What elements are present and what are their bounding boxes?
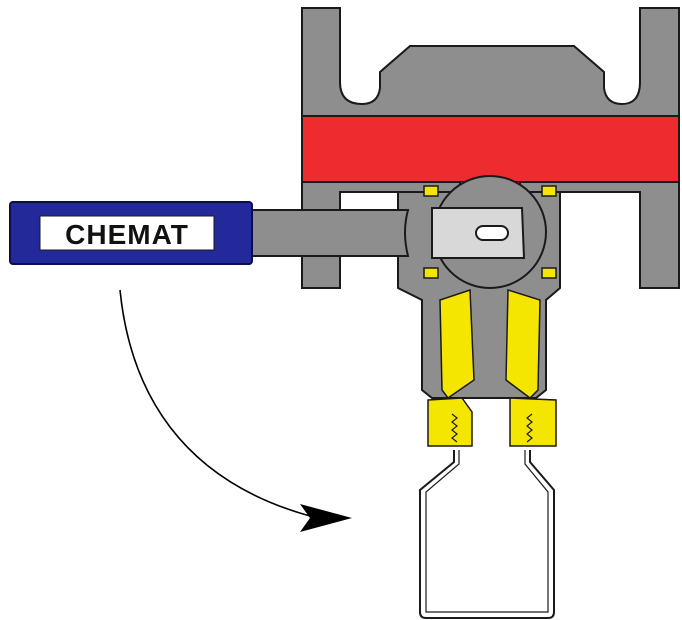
seal-top-left: [423, 185, 439, 197]
handle-shaft: [249, 209, 410, 257]
fitting-nut: [427, 397, 557, 447]
handle-label: CHEMAT: [65, 219, 189, 250]
seal-bottom-left: [423, 267, 439, 279]
fitting-threads: [451, 413, 533, 443]
ball-seals: [423, 185, 557, 279]
bottom-fitting: [427, 288, 557, 447]
sample-bottle: [419, 450, 555, 619]
seal-top-right: [541, 185, 557, 197]
rotation-arrowhead: [300, 504, 352, 532]
fitting-left-wedge: [439, 288, 475, 400]
handle-label-plate: [39, 215, 215, 251]
sample-bottle-inner: [425, 450, 549, 613]
seal-bottom-right: [541, 267, 557, 279]
ball-slot: [475, 225, 509, 241]
rotation-arrow-curve: [119, 289, 311, 517]
fitting-right-wedge: [505, 288, 541, 399]
flow-passage: [301, 115, 680, 183]
